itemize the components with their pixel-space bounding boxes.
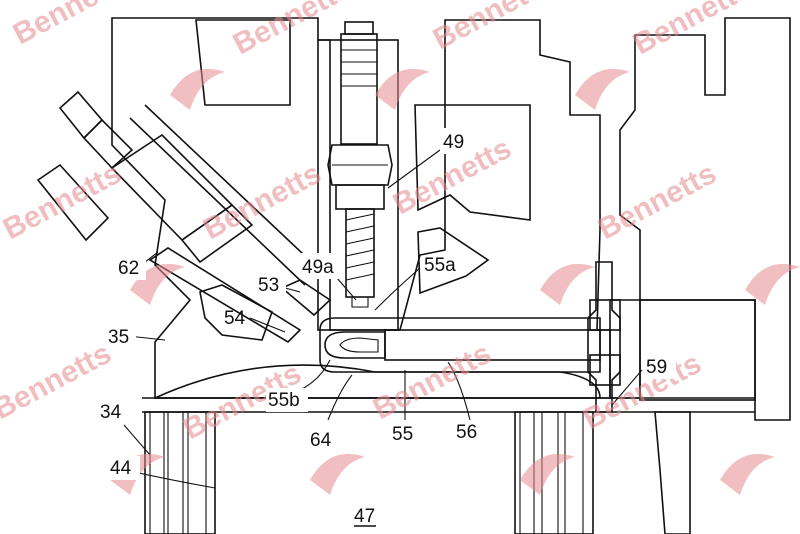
watermark-text: Bennetts	[593, 157, 722, 246]
cylinder-block	[144, 411, 691, 534]
label-34: 34	[100, 402, 122, 423]
watermark-logo	[575, 68, 630, 110]
component-53	[280, 279, 332, 317]
watermark-text: Bennetts	[0, 157, 127, 246]
watermark-text: Bennetts	[8, 0, 137, 51]
label-44: 44	[110, 458, 132, 479]
spark-plug	[327, 21, 393, 308]
watermark-logo	[310, 453, 365, 495]
label-56: 56	[456, 422, 477, 443]
label-59: 59	[646, 357, 667, 378]
deck-line	[142, 397, 755, 413]
label-55b: 55b	[268, 390, 300, 411]
watermark-text: Bennetts	[228, 0, 357, 61]
label-54: 54	[224, 308, 246, 329]
watermark-logo	[540, 263, 595, 305]
fuel-injector	[36, 90, 321, 344]
reference-labels: 49 49a 55a 53 54 35 62 55b 64 55 56 59 3…	[98, 128, 676, 527]
label-55: 55	[392, 424, 413, 445]
label-47: 47	[354, 506, 375, 527]
watermark-text: Bennetts	[628, 0, 757, 61]
sleeve-assembly	[319, 261, 621, 413]
label-35: 35	[108, 327, 129, 348]
label-55a: 55a	[424, 255, 456, 276]
watermark-text: Bennetts	[428, 0, 557, 56]
watermark-logo	[375, 68, 430, 110]
label-49: 49	[443, 132, 464, 153]
label-53: 53	[258, 275, 279, 296]
watermark-logo	[745, 263, 800, 305]
watermark-logo	[520, 453, 575, 495]
label-64: 64	[310, 430, 332, 451]
watermark-logo	[720, 453, 775, 495]
watermark-logo	[170, 68, 225, 110]
label-49a: 49a	[302, 257, 334, 278]
label-62: 62	[118, 258, 139, 279]
